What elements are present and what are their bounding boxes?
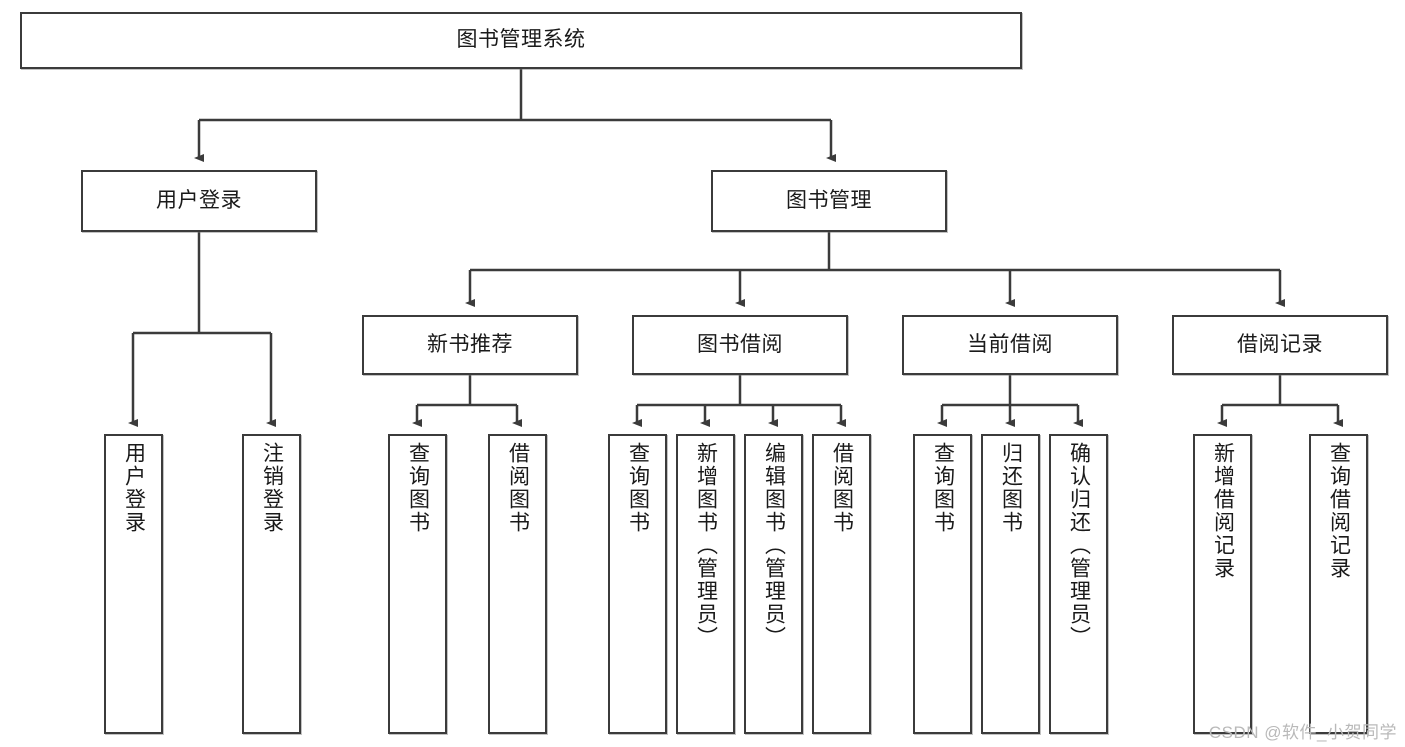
node-book-manage-label: 图书管理	[786, 188, 872, 212]
node-leaf-confirm-return[interactable]: 确认归还（管理员）	[1049, 434, 1108, 734]
watermark: CSDN @软件_小贺同学	[1208, 723, 1397, 742]
node-book-manage[interactable]: 图书管理	[711, 170, 947, 232]
node-user-login[interactable]: 用户登录	[81, 170, 317, 232]
node-leaf-query-book-3-label: 查询图书	[931, 442, 955, 534]
node-leaf-query-book-2-label: 查询图书	[626, 442, 650, 534]
node-root[interactable]: 图书管理系统	[20, 12, 1022, 69]
node-leaf-confirm-return-label: 确认归还（管理员）	[1067, 442, 1091, 649]
node-leaf-return-book[interactable]: 归还图书	[981, 434, 1040, 734]
node-leaf-query-book-1[interactable]: 查询图书	[388, 434, 447, 734]
node-book-borrow-label: 图书借阅	[697, 332, 783, 356]
node-leaf-borrow-book-2[interactable]: 借阅图书	[812, 434, 871, 734]
node-leaf-add-book[interactable]: 新增图书（管理员）	[676, 434, 735, 734]
node-leaf-borrow-book-2-label: 借阅图书	[830, 442, 854, 534]
node-leaf-user-login[interactable]: 用户登录	[104, 434, 163, 734]
node-leaf-logout-label: 注销登录	[260, 442, 284, 534]
node-new-book-recommend-label: 新书推荐	[427, 332, 513, 356]
node-leaf-return-book-label: 归还图书	[999, 442, 1023, 534]
node-leaf-edit-book[interactable]: 编辑图书（管理员）	[744, 434, 803, 734]
node-root-label: 图书管理系统	[456, 28, 586, 52]
node-leaf-add-record-label: 新增借阅记录	[1211, 442, 1235, 580]
node-leaf-add-record[interactable]: 新增借阅记录	[1193, 434, 1252, 734]
node-borrow-record[interactable]: 借阅记录	[1172, 315, 1388, 375]
node-leaf-add-book-label: 新增图书（管理员）	[694, 442, 718, 649]
node-leaf-query-book-2[interactable]: 查询图书	[608, 434, 667, 734]
node-leaf-borrow-book-1[interactable]: 借阅图书	[488, 434, 547, 734]
node-book-borrow[interactable]: 图书借阅	[632, 315, 848, 375]
node-leaf-logout[interactable]: 注销登录	[242, 434, 301, 734]
node-leaf-query-book-1-label: 查询图书	[406, 442, 430, 534]
node-leaf-query-record-label: 查询借阅记录	[1327, 442, 1351, 580]
node-leaf-query-book-3[interactable]: 查询图书	[913, 434, 972, 734]
node-current-borrow-label: 当前借阅	[967, 332, 1053, 356]
node-current-borrow[interactable]: 当前借阅	[902, 315, 1118, 375]
node-user-login-label: 用户登录	[156, 188, 242, 212]
node-leaf-query-record[interactable]: 查询借阅记录	[1309, 434, 1368, 734]
node-leaf-user-login-label: 用户登录	[122, 442, 146, 534]
node-new-book-recommend[interactable]: 新书推荐	[362, 315, 578, 375]
node-borrow-record-label: 借阅记录	[1237, 332, 1323, 356]
node-leaf-borrow-book-1-label: 借阅图书	[506, 442, 530, 534]
node-leaf-edit-book-label: 编辑图书（管理员）	[762, 442, 786, 649]
